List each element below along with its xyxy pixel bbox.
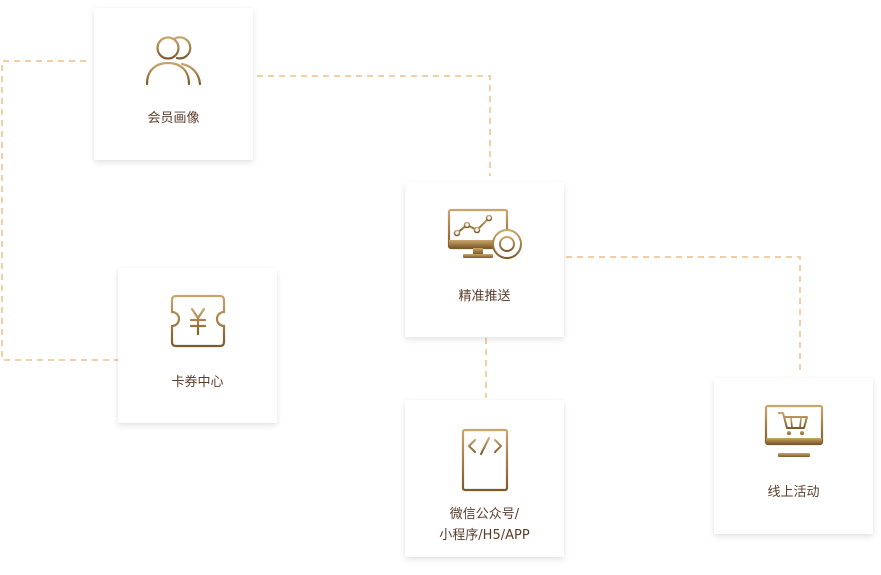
node-label-line1: 微信公众号/: [449, 507, 520, 522]
node-precise-push: 精准推送: [405, 182, 564, 337]
node-label: 微信公众号/ 小程序/H5/APP: [405, 504, 564, 546]
node-wechat-miniprogram: 微信公众号/ 小程序/H5/APP: [405, 400, 564, 557]
connector-member-coupon: [1, 60, 118, 361]
node-label: 线上活动: [767, 485, 820, 500]
monitor-target-icon: [447, 208, 523, 260]
node-label: 会员画像: [147, 111, 200, 126]
node-online-activities: 线上活动: [714, 378, 873, 534]
node-label: 精准推送: [458, 289, 511, 304]
ticket-yen-icon: [170, 294, 226, 348]
connector-precise-online: [566, 256, 801, 372]
node-label-line2: 小程序/H5/APP: [439, 528, 530, 543]
code-phone-icon: [461, 428, 509, 492]
connector-member-precise: [257, 75, 491, 176]
node-member-profile: 会员画像: [94, 8, 253, 160]
shopping-cart-screen-icon: [764, 404, 824, 457]
node-coupon-center: 卡券中心: [118, 268, 277, 423]
members-icon: [145, 36, 202, 86]
node-label: 卡券中心: [171, 375, 224, 390]
